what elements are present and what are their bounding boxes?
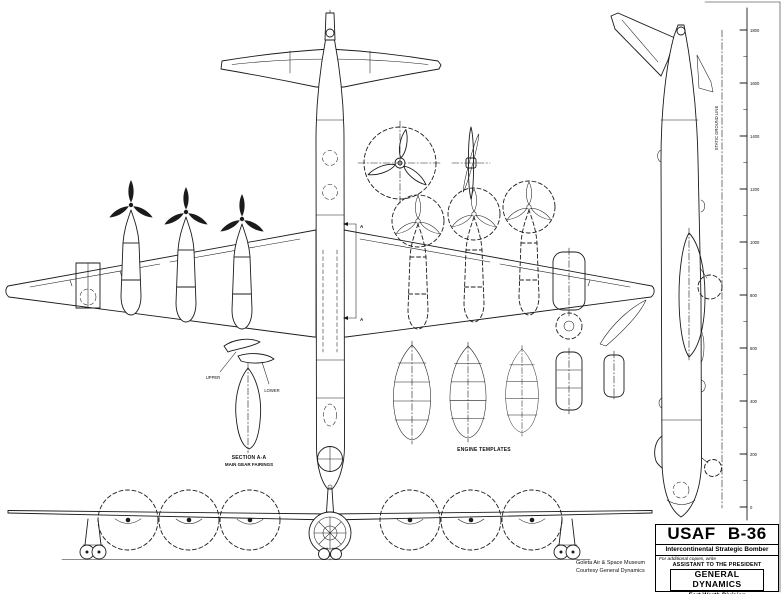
- nose-glazing: [317, 446, 343, 472]
- lower-label: LOWER: [264, 388, 279, 393]
- sheet-edge-lines: [704, 1, 781, 593]
- title-block: USAF B-36 Intercontinental Strategic Bom…: [655, 524, 779, 594]
- station-label: 1600: [750, 81, 760, 86]
- upper-label: UPPER: [206, 375, 220, 380]
- plan-wing-right: [343, 229, 655, 338]
- vertical-fin: [326, 488, 334, 513]
- drawing-subtitle: Intercontinental Strategic Bomber: [656, 545, 778, 556]
- order-note: For additional copies, write: [659, 556, 717, 562]
- blade-template: [599, 299, 647, 347]
- detail-prop-side: [451, 126, 491, 200]
- nose-wheel: [704, 459, 722, 477]
- propeller-disc: [447, 187, 501, 241]
- station-label: 1400: [750, 134, 760, 139]
- tail-turret: [325, 28, 335, 38]
- station-label: 1200: [750, 187, 760, 192]
- detail-prop-front: [357, 120, 443, 206]
- station-label: 200: [750, 452, 758, 457]
- section-marker-a-bottom: A: [360, 317, 364, 322]
- plan-wing-left: [5, 229, 317, 338]
- propeller-disc: [363, 126, 437, 200]
- detail-gear-fairings: UPPER LOWER SECTION A-A MAIN GEAR FAIRIN…: [206, 338, 280, 467]
- plan-nacelles-right: [391, 180, 556, 330]
- section-bracket: A A: [343, 222, 364, 322]
- propeller-disc: [391, 194, 445, 248]
- side-tailplane: [696, 54, 714, 93]
- front-fuselage: [308, 511, 352, 555]
- upper-turret: [322, 184, 338, 200]
- drawing-title: USAF B-36: [656, 525, 778, 545]
- main-gear-fairing-left: [75, 262, 101, 309]
- station-label: 1000: [750, 240, 760, 245]
- company-name: GENERAL DYNAMICS: [670, 568, 764, 591]
- station-ruler: 1800 1600 1400 1200 1000 800 600 400 200…: [739, 7, 760, 521]
- front-view: [7, 484, 653, 561]
- order-contact: ASSISTANT TO THE PRESIDENT: [672, 561, 762, 568]
- plan-view: A A: [5, 9, 655, 495]
- side-fuselage: [660, 24, 702, 518]
- division-name: Fort Worth Division: [656, 592, 778, 594]
- section-caption-line2: MAIN GEAR FAIRINGS: [225, 462, 273, 467]
- credits-line1: Goleta Air & Space Museum: [576, 560, 646, 566]
- main-wheel: [697, 274, 723, 300]
- credits-line2: Courtesy General Dynamics: [576, 567, 645, 574]
- detail-outboard-pod: [552, 247, 647, 347]
- static-ground-line-label: STATIC GROUND LINE: [714, 106, 719, 151]
- credits: Goleta Air & Space Museum Courtesy Gener…: [576, 560, 645, 576]
- station-label: 400: [750, 399, 758, 404]
- plan-nacelles-left: [108, 180, 265, 330]
- upper-turret: [322, 150, 338, 166]
- section-caption-line1: SECTION A-A: [232, 455, 267, 461]
- section-marker-a-top: A: [360, 224, 364, 229]
- detail-engine-templates: ENGINE TEMPLATES: [392, 340, 625, 453]
- engine-templates-caption: ENGINE TEMPLATES: [457, 447, 511, 453]
- cockpit-canopy: [323, 403, 337, 427]
- station-label: 0: [750, 505, 753, 510]
- side-view: STATIC GROUND LINE: [610, 12, 723, 518]
- propeller-disc: [502, 180, 556, 234]
- plan-fuselage: [315, 12, 345, 492]
- front-landing-gear: [61, 518, 591, 560]
- side-canopy: [654, 435, 663, 469]
- station-label: 1800: [750, 28, 760, 33]
- station-label: 800: [750, 293, 758, 298]
- propeller-icon: [365, 123, 438, 189]
- station-label: 600: [750, 346, 758, 351]
